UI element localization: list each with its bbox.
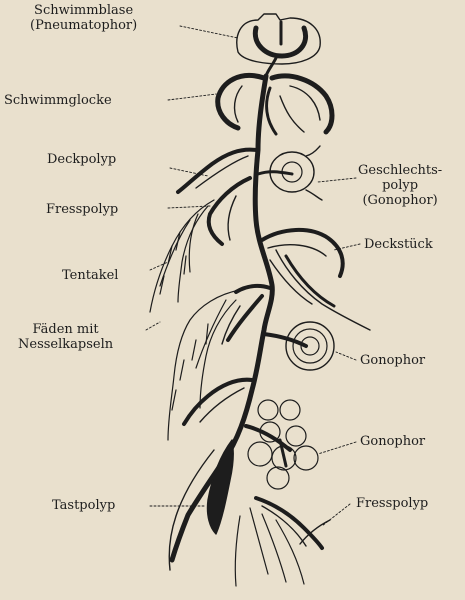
deckpolyp-drawing bbox=[178, 150, 256, 244]
label-faeden-line1: Fäden mit bbox=[18, 322, 113, 337]
label-deckstueck: Deckstück bbox=[364, 237, 433, 252]
label-schwimmblase: Schwimmblase (Pneumatophor) bbox=[30, 3, 137, 33]
label-schwimmglocke: Schwimmglocke bbox=[4, 93, 112, 108]
label-geschlechtspolyp-line3: (Gonophor) bbox=[358, 193, 442, 208]
label-faeden: Fäden mit Nesselkapseln bbox=[18, 322, 113, 352]
tastpolyp-drawing bbox=[169, 440, 233, 570]
label-fresspolyp-right: Fresspolyp bbox=[356, 496, 428, 511]
label-geschlechtspolyp-line2: polyp bbox=[358, 178, 442, 193]
label-fresspolyp-left: Fresspolyp bbox=[46, 202, 118, 217]
tentacles-drawing bbox=[150, 200, 240, 440]
label-gonophor-upper: Gonophor bbox=[360, 353, 425, 368]
pneumatophore-drawing bbox=[237, 14, 320, 76]
label-schwimmblase-line1: Schwimmblase bbox=[30, 3, 137, 18]
gonophor-cluster-drawing bbox=[246, 400, 318, 489]
label-geschlechtspolyp-line1: Geschlechts- bbox=[358, 163, 442, 178]
fresspolyp-lower-drawing bbox=[235, 498, 330, 586]
label-faeden-line2: Nesselkapseln bbox=[18, 337, 113, 352]
label-geschlechtspolyp: Geschlechts- polyp (Gonophor) bbox=[358, 163, 442, 208]
label-tastpolyp: Tastpolyp bbox=[52, 498, 115, 513]
label-tentakel: Tentakel bbox=[62, 268, 118, 283]
label-schwimmblase-line2: (Pneumatophor) bbox=[30, 18, 137, 33]
swimming-bells-drawing bbox=[218, 75, 332, 134]
deckstueck-drawing bbox=[262, 230, 370, 330]
label-deckpolyp: Deckpolyp bbox=[47, 152, 116, 167]
label-gonophor-lower: Gonophor bbox=[360, 434, 425, 449]
gonophor-middle-drawing bbox=[264, 322, 334, 370]
gonophor-upper-drawing bbox=[258, 146, 322, 200]
